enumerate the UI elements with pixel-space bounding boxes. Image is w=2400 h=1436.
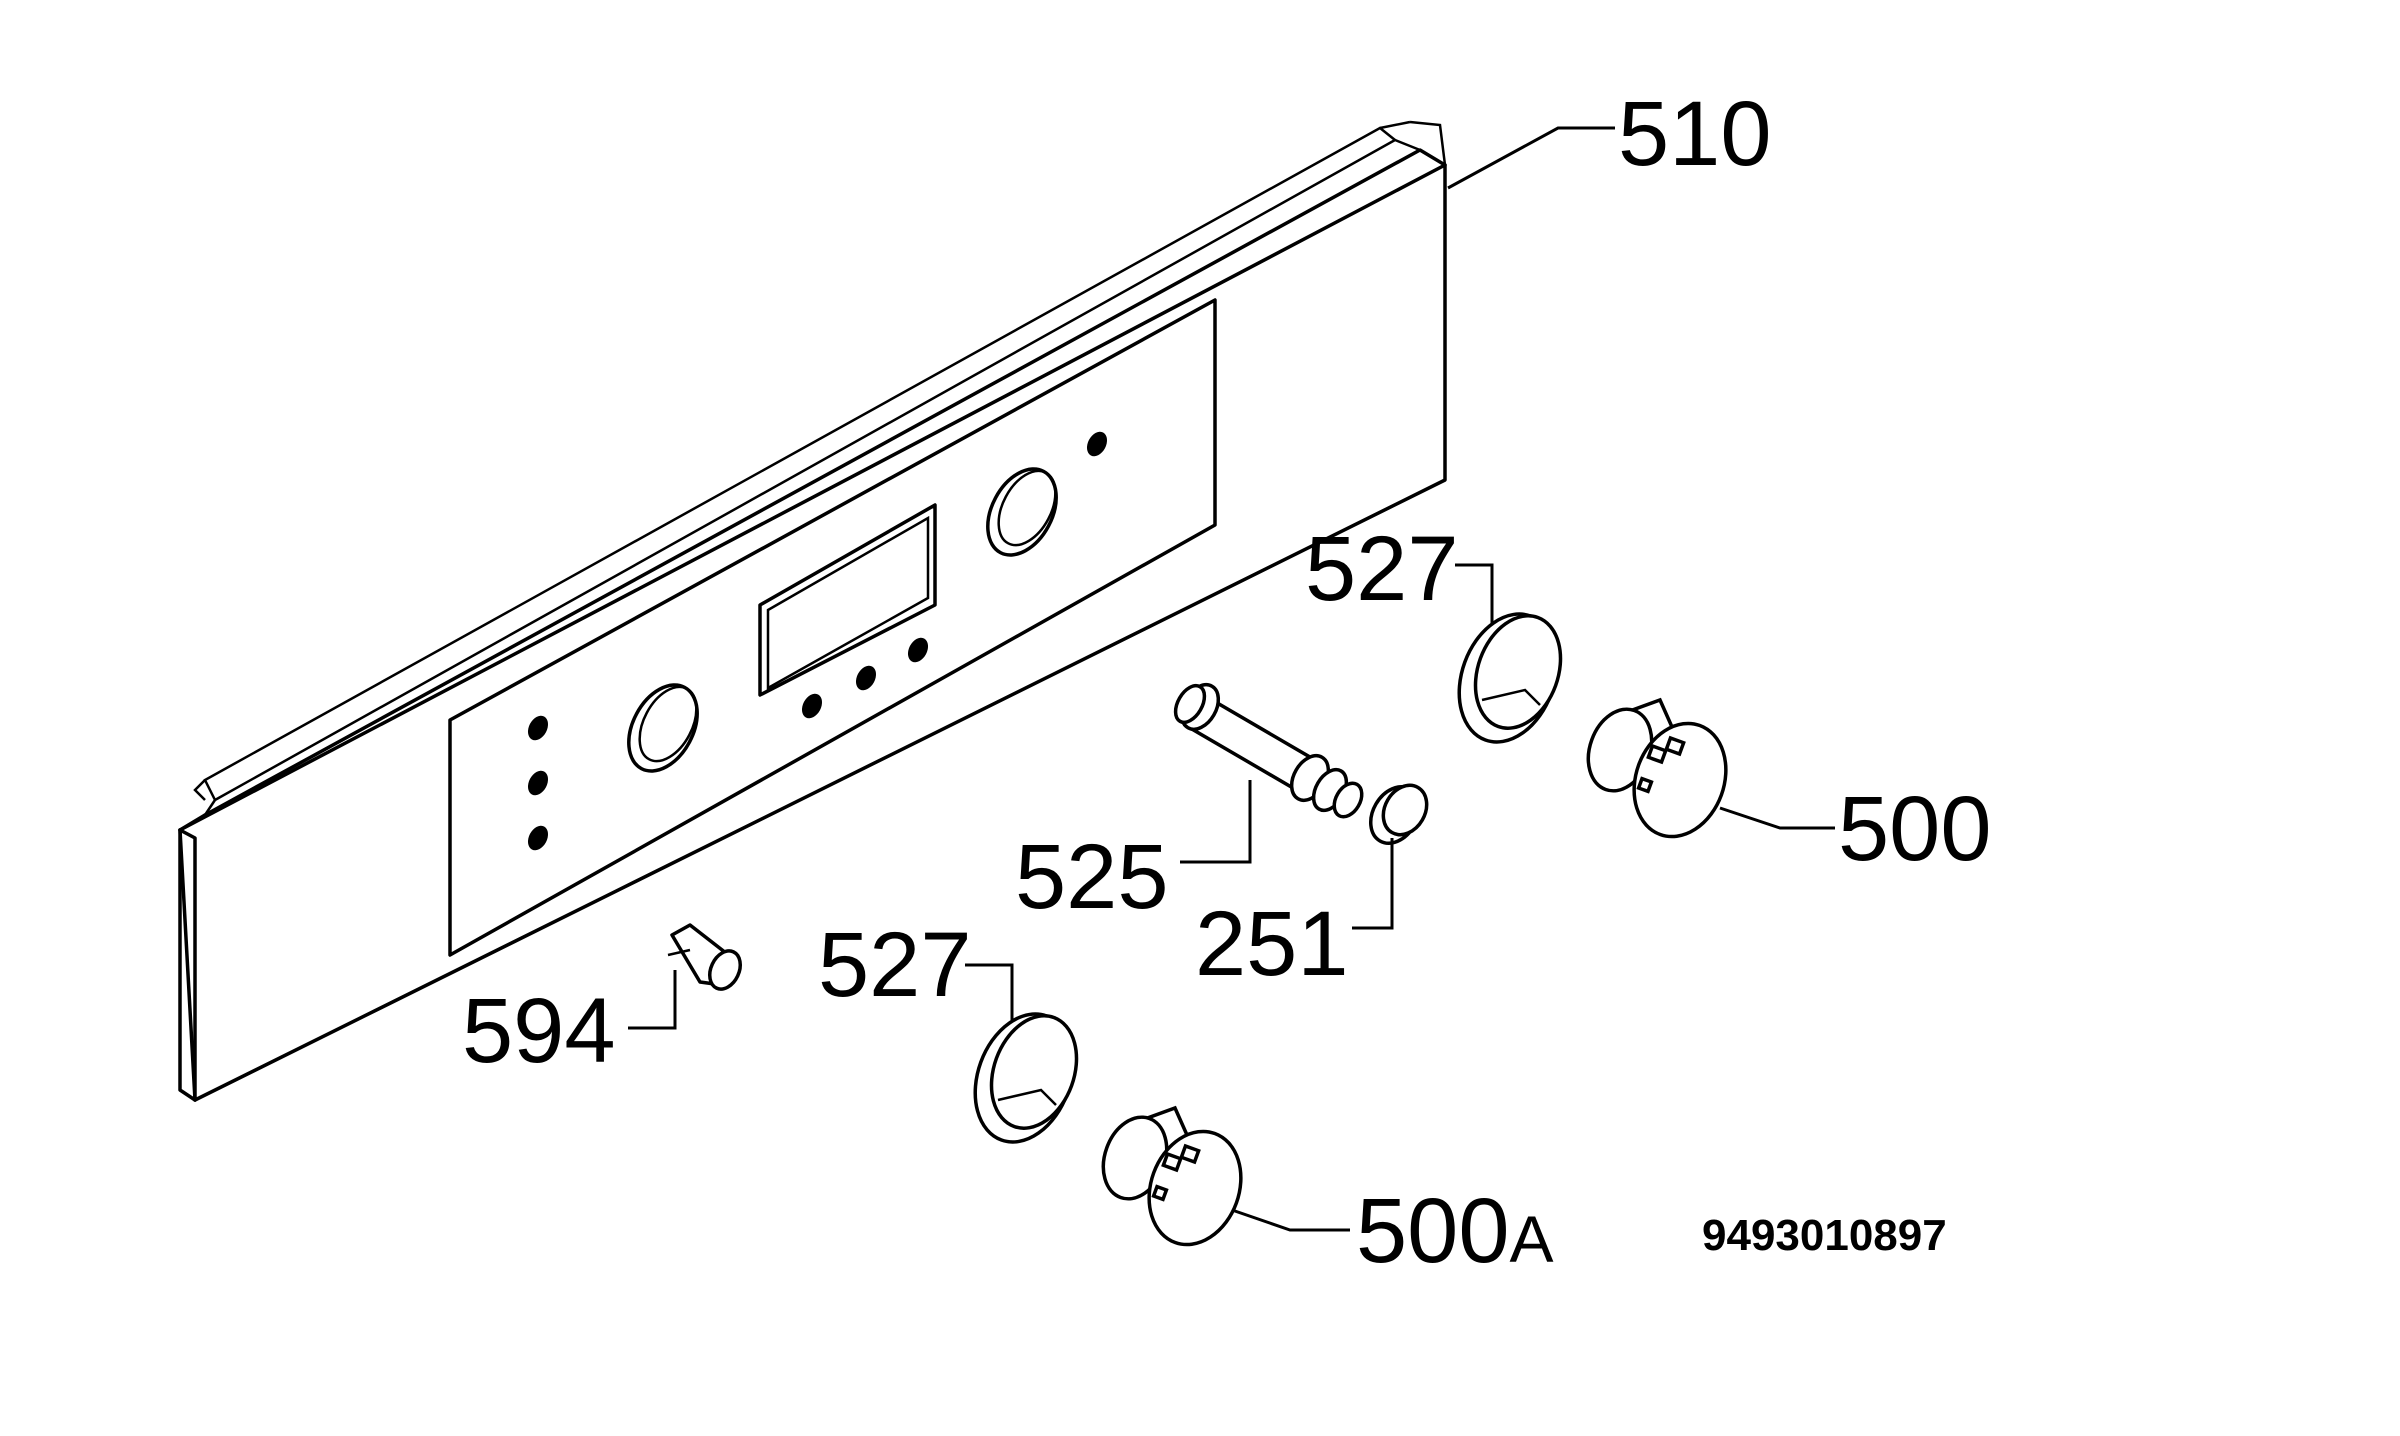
- control-panel-510: [178, 120, 1447, 1102]
- label-500a: 500A: [1356, 1180, 1554, 1282]
- label-527-upper: 527: [1305, 518, 1459, 620]
- clip-594: [667, 923, 742, 991]
- bezel-ring-527-upper: [1457, 612, 1563, 744]
- label-594: 594: [462, 980, 616, 1082]
- bezel-ring-527-lower: [973, 1012, 1079, 1144]
- label-527-lower: 527: [818, 914, 972, 1016]
- document-number: 9493010897: [1702, 1211, 1947, 1260]
- control-knob-500: [1586, 697, 1728, 839]
- label-525: 525: [1015, 826, 1169, 928]
- label-500: 500: [1838, 778, 1992, 880]
- label-251: 251: [1195, 893, 1349, 995]
- cap-251: [1369, 783, 1429, 845]
- leader-lines: [628, 126, 1835, 1232]
- shaft-525: [1173, 682, 1364, 819]
- label-510: 510: [1618, 83, 1772, 185]
- control-knob-500a: [1101, 1105, 1243, 1247]
